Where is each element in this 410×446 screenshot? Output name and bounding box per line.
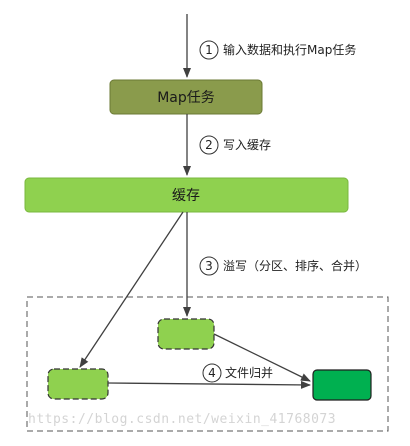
step-1-number: 1	[205, 43, 213, 57]
step-1-circle	[199, 40, 219, 60]
merged-output-file	[312, 369, 372, 401]
map-task-label: Map任务	[157, 90, 215, 106]
step-2-number: 2	[205, 138, 213, 152]
cache-label: 缓存	[172, 188, 200, 204]
step-3-circle	[199, 256, 219, 276]
step-4-label: 4 文件归并	[202, 363, 273, 383]
spill-file-1	[157, 318, 215, 350]
step-4-number: 4	[208, 366, 216, 380]
step-1-label: 1 输入数据和执行Map任务	[199, 40, 356, 60]
cache-to-spill-file-2-arrow	[79, 211, 184, 368]
step-3-number: 3	[205, 259, 213, 273]
watermark-url: https://blog.csdn.net/weixin_41768073	[28, 412, 337, 427]
step-4-text: 文件归并	[225, 365, 273, 380]
step-1-text: 输入数据和执行Map任务	[223, 42, 356, 57]
step-2-circle	[199, 135, 219, 155]
step-4-circle	[202, 363, 222, 383]
spill-file-2	[47, 368, 109, 400]
step-3-text: 溢写（分区、排序、合并）	[223, 258, 367, 273]
step-2-text: 写入缓存	[223, 138, 271, 152]
spill-file-2-to-merged-arrow	[107, 380, 311, 389]
step-3-label: 3 溢写（分区、排序、合并）	[199, 256, 367, 276]
spill-file-1-to-merged-arrow	[213, 333, 311, 382]
map-task-box	[109, 79, 263, 115]
step-2-label: 2 写入缓存	[199, 135, 271, 155]
disk-region-border	[26, 296, 389, 432]
